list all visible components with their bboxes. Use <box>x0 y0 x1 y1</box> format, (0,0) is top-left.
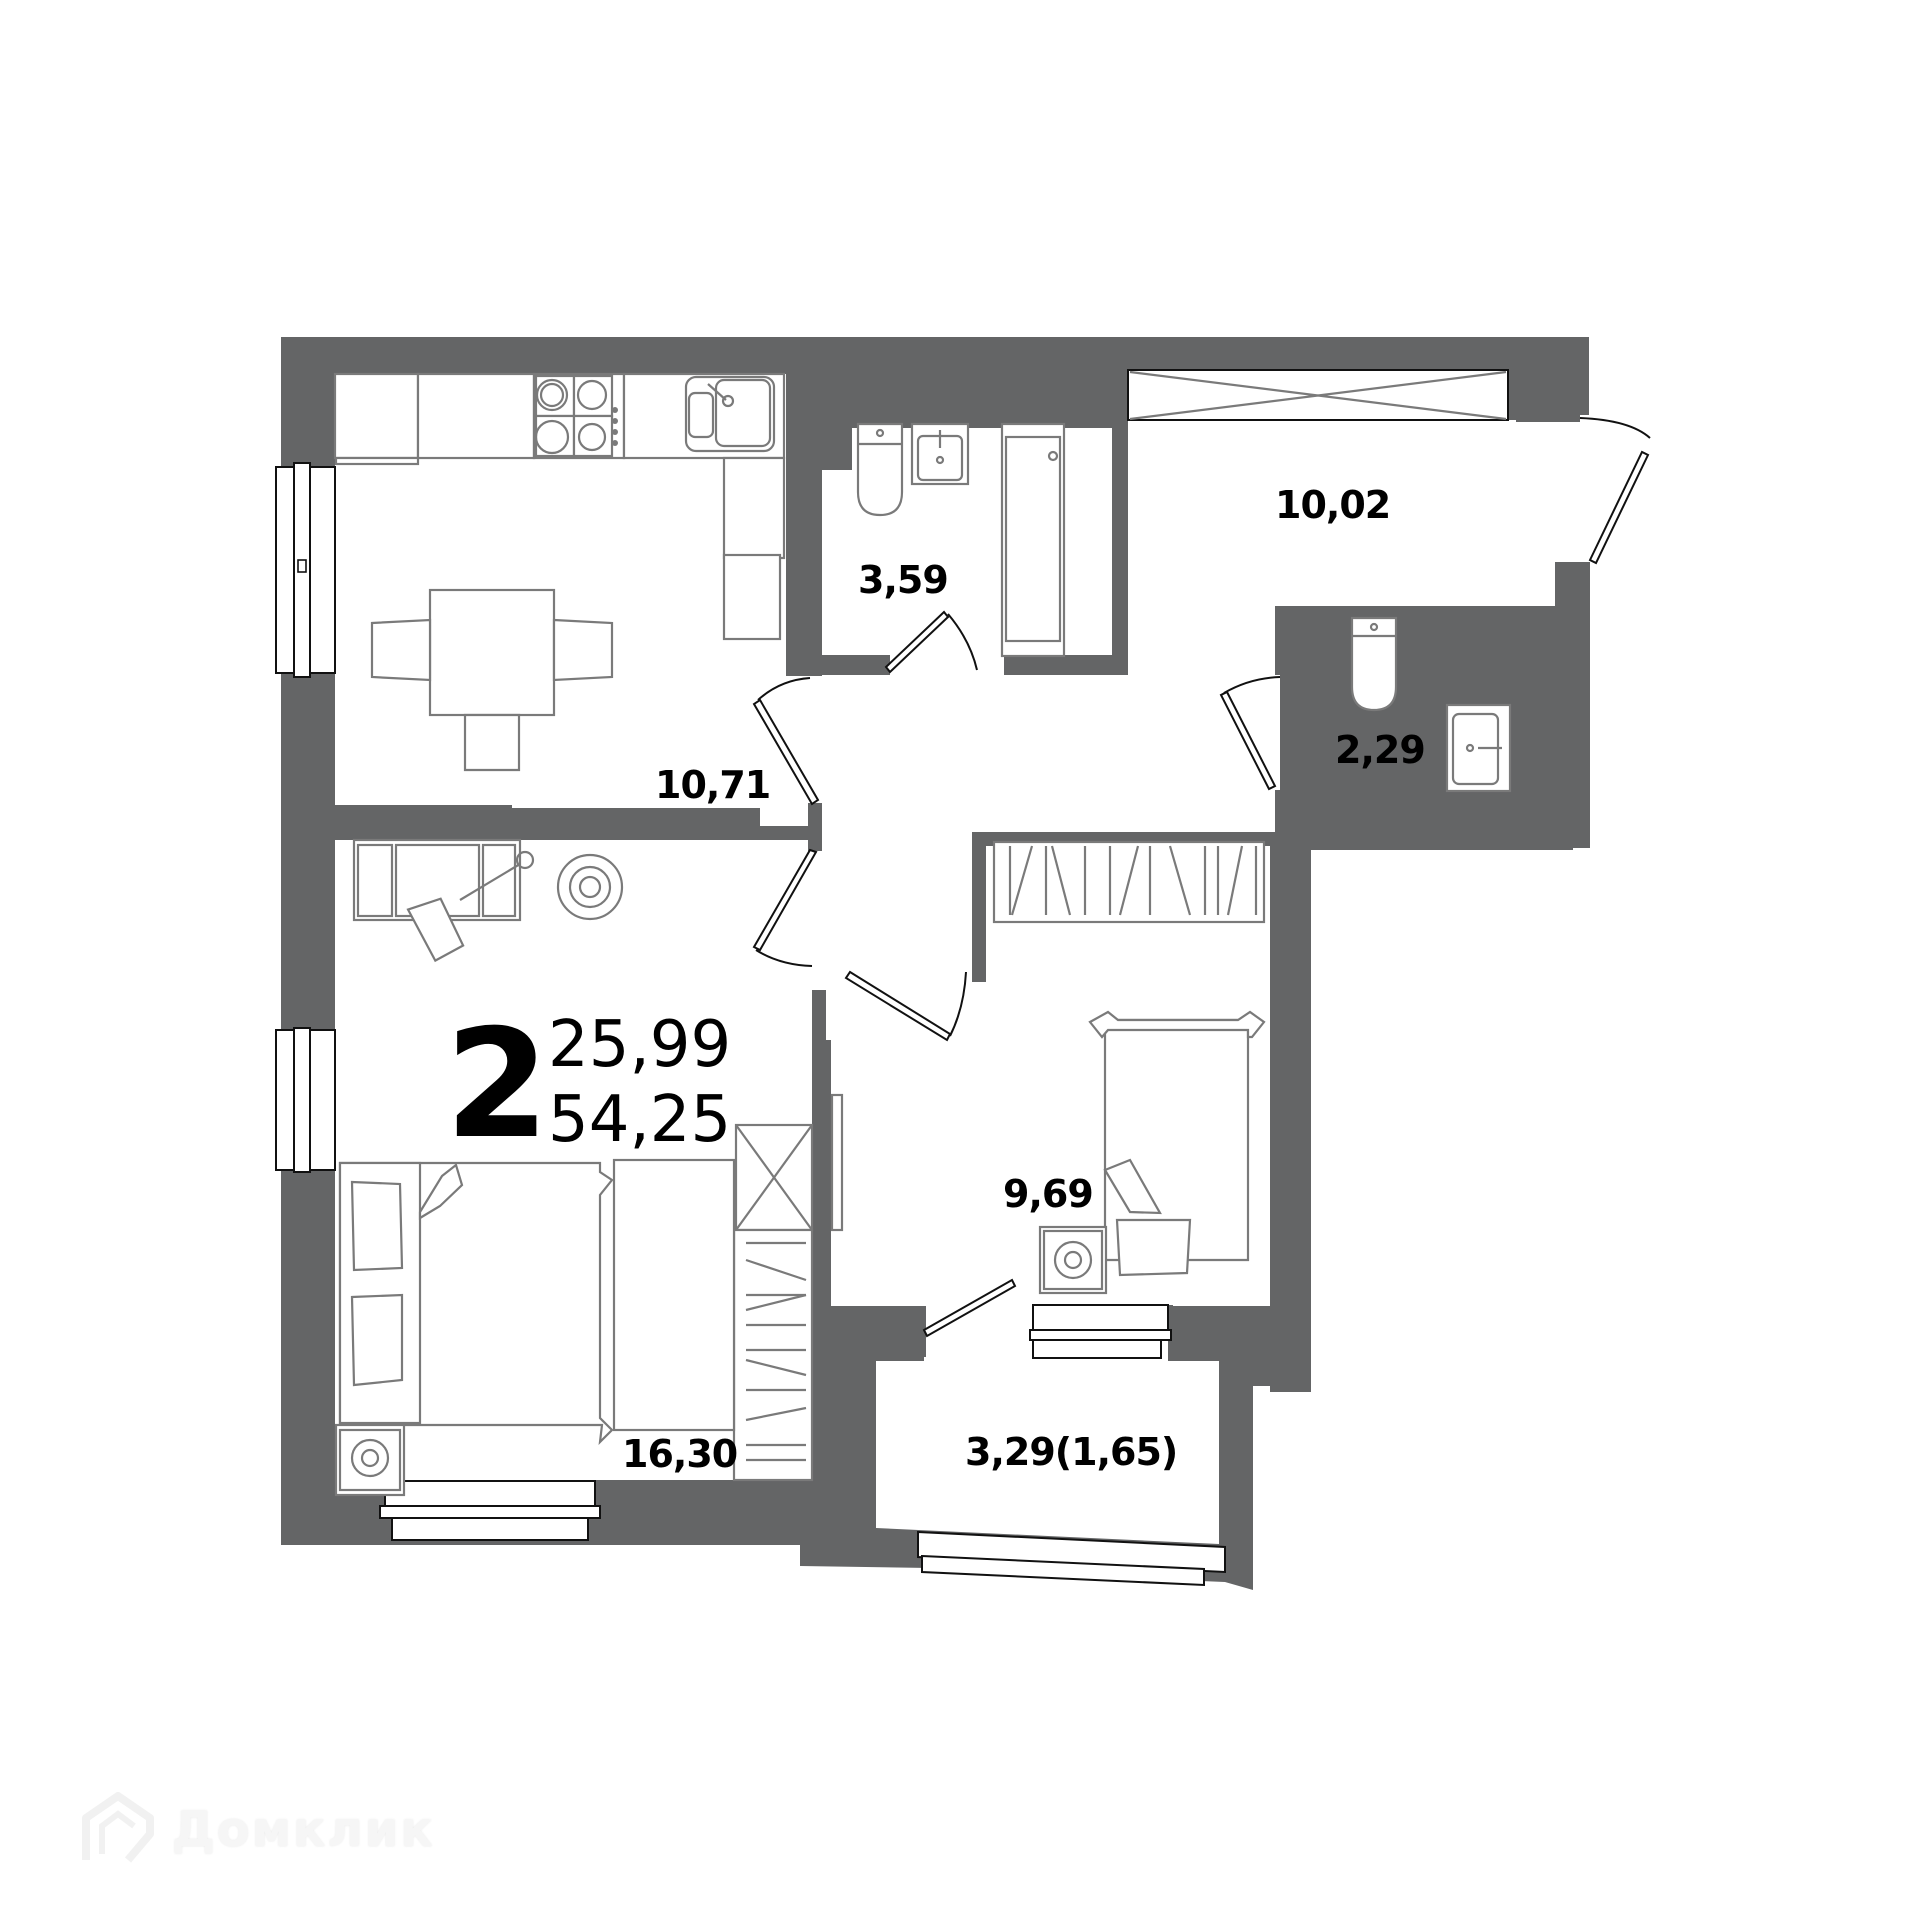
toilet-furniture <box>1350 616 1512 793</box>
room-area-hallway: 10,02 <box>1275 483 1391 527</box>
total-area: 54,25 <box>548 1083 732 1157</box>
windows <box>275 369 1509 1587</box>
living-area: 25,99 <box>548 1008 732 1082</box>
house-logo-icon <box>82 1792 154 1863</box>
room-area-bedroom-small: 9,69 <box>1003 1172 1094 1216</box>
hallway-cabinet <box>612 1158 736 1432</box>
hangers-vertical-stack <box>745 1241 807 1462</box>
room-area-bathroom: 3,59 <box>858 558 949 602</box>
bathroom-furniture <box>856 422 1066 658</box>
plant <box>556 853 624 921</box>
watermark: Домклик <box>78 1790 435 1870</box>
doors <box>752 417 1651 1338</box>
room-area-toilet: 2,29 <box>1335 728 1426 772</box>
bedroom-large-furniture <box>334 838 814 1497</box>
room-area-kitchen: 10,71 <box>655 763 771 807</box>
rooms-count: 2 <box>445 998 549 1172</box>
hangers-horizontal-row <box>1008 845 1258 916</box>
watermark-text: Домклик <box>172 1802 435 1858</box>
room-area-bedroom-large: 16,30 <box>622 1432 738 1476</box>
room-area-balcony: 3,29(1,65) <box>965 1430 1178 1474</box>
rooms-floor <box>335 374 1650 1544</box>
bedroom-small-furniture <box>830 840 1266 1295</box>
kitchen-furniture <box>333 372 786 772</box>
